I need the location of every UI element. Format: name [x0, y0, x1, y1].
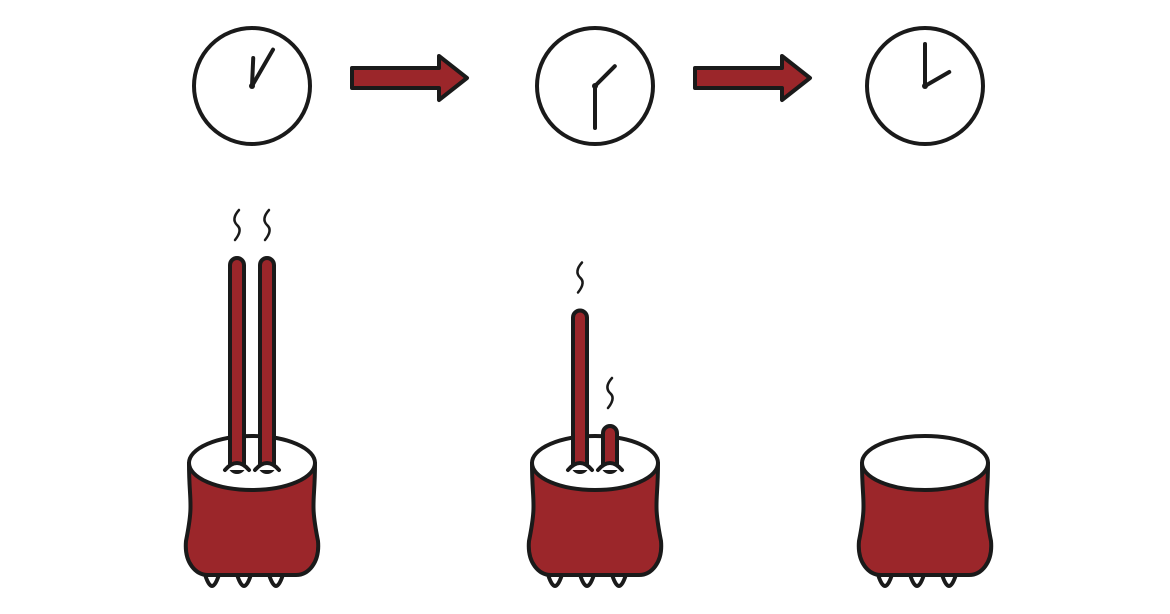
- ash-mound: [223, 461, 251, 472]
- incense-stick: [223, 208, 251, 474]
- clock-icon: [535, 26, 655, 146]
- ash-mound: [566, 461, 594, 472]
- incense-burner: [183, 434, 321, 588]
- incense-stick-body: [571, 308, 589, 474]
- burner-body: [183, 461, 321, 577]
- smoke-wisp-icon: [263, 208, 271, 242]
- clock-center-dot: [592, 83, 598, 89]
- clock-icon: [192, 26, 312, 146]
- stage-2: [526, 26, 664, 588]
- transition-arrows: [350, 54, 812, 102]
- burner-rim: [530, 434, 660, 492]
- smoke-wisp-icon: [606, 376, 614, 410]
- burner-body: [856, 461, 994, 577]
- clock-hour-hand: [593, 64, 617, 88]
- burner-body: [526, 461, 664, 577]
- ash-mound: [253, 461, 281, 472]
- arrow-right-icon: [350, 54, 469, 102]
- clock-center-dot: [249, 83, 255, 89]
- clock-icon: [865, 26, 985, 146]
- incense-stick: [596, 376, 624, 474]
- incense-burner: [526, 434, 664, 588]
- arrow-right-icon: [693, 54, 812, 102]
- smoke-wisp-icon: [576, 261, 584, 294]
- clock-hour-hand: [923, 70, 952, 88]
- incense-stick-body: [228, 256, 246, 474]
- incense-burner: [856, 434, 994, 588]
- clock-center-dot: [922, 83, 928, 89]
- stage-1: [183, 26, 321, 588]
- incense-stick-body: [601, 424, 619, 474]
- smoke-wisp-icon: [233, 208, 241, 242]
- clock-hour-hand: [250, 56, 256, 88]
- incense-stick-body: [258, 256, 276, 474]
- incense-stick: [566, 261, 594, 474]
- clock-minute-hand: [250, 47, 275, 88]
- burner-rim: [187, 434, 317, 492]
- burner-rim: [860, 434, 990, 492]
- stages: [183, 26, 994, 588]
- incense-stick: [253, 208, 281, 474]
- ash-mound: [596, 461, 624, 472]
- stage-3: [856, 26, 994, 588]
